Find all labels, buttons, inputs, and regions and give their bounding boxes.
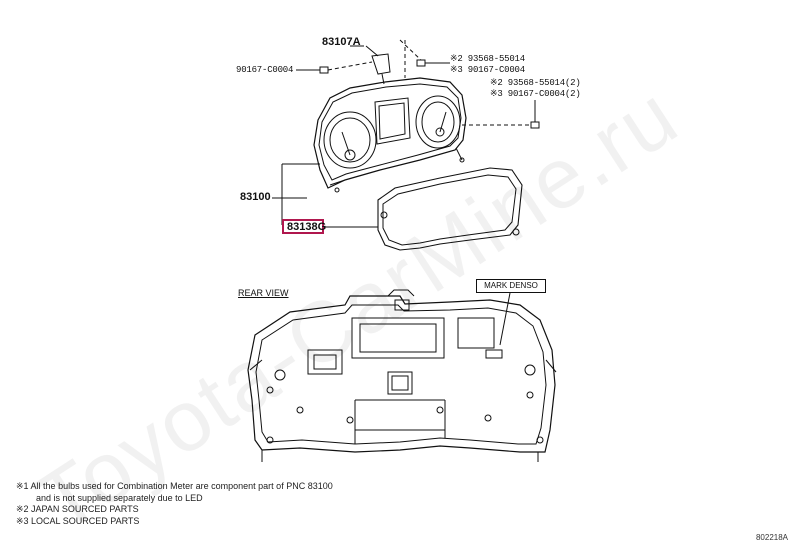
part-label-93568-55014-2: ※2 93568-55014(2) [490,78,581,88]
leader-lines [272,45,378,228]
mark-denso-label: MARK DENSO [476,279,546,293]
part-label-83138g-highlight[interactable]: 83138G [282,219,327,234]
part-label-83138g: 83138G [287,221,327,233]
bracket-83107a [365,45,391,85]
footnote-2: ※2 JAPAN SOURCED PARTS [16,504,139,514]
footnote-1: ※1 All the bulbs used for Combination Me… [16,481,333,491]
part-label-83100: 83100 [240,191,271,203]
diagram-code: 802218A [755,533,788,542]
rear-view-drawing [247,289,557,462]
part-label-90167-c0004: ※3 90167-C0004 [450,65,525,75]
footnote-3: ※3 LOCAL SOURCED PARTS [16,515,140,526]
footnotes: ※1 All the bulbs used for Combination Me… [16,481,333,527]
screws [296,39,540,129]
part-label-90167-c0004-2: ※3 90167-C0004(2) [490,89,581,99]
part-label-83107a: 83107A [322,36,361,48]
part-label-93568-55014: ※2 93568-55014 [450,54,525,64]
part-label-90167-left: 90167-C0004 [236,65,294,75]
meter-lens-83138g [377,167,523,251]
rear-view-label: REAR VIEW [238,288,289,298]
footnote-1-continued: and is not supplied separately due to LE… [36,492,203,503]
combination-meter-assembly [313,77,467,193]
